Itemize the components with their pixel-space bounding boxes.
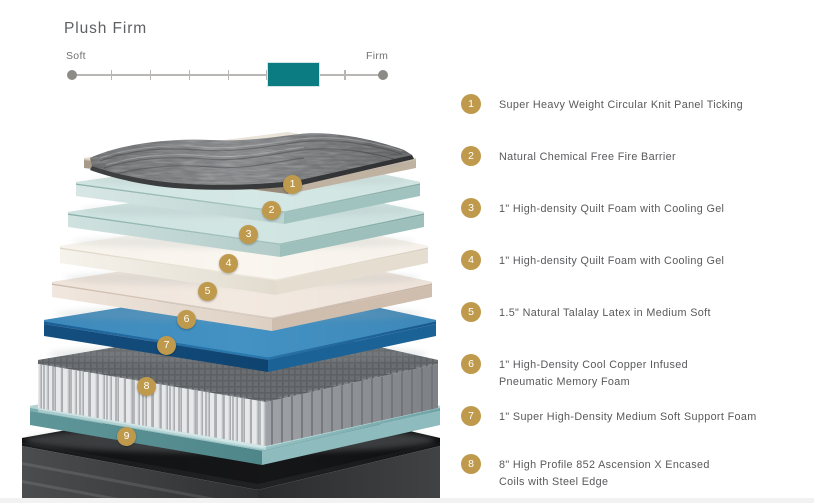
legend-text-7: 1" Super High-Density Medium Soft Suppor… bbox=[499, 411, 757, 423]
firmness-tick-4 bbox=[227, 70, 229, 80]
scale-endpoint-firm bbox=[378, 70, 388, 80]
legend-text-8: 8" High Profile 852 Ascension X Encased … bbox=[499, 459, 710, 488]
legend-badge-4: 4 bbox=[461, 250, 481, 270]
mattress-layer-stack bbox=[0, 128, 440, 503]
legend-text-4: 1" High-density Quilt Foam with Cooling … bbox=[499, 255, 725, 267]
legend-text-3: 1" High-density Quilt Foam with Cooling … bbox=[499, 203, 725, 215]
layer-badge-8[interactable]: 8 bbox=[137, 377, 156, 396]
scale-label-firm: Firm bbox=[366, 50, 389, 62]
layer-badge-1[interactable]: 1 bbox=[283, 175, 302, 194]
legend-badge-3: 3 bbox=[461, 198, 481, 218]
page-bottom-strip bbox=[0, 498, 814, 503]
layer-badge-4[interactable]: 4 bbox=[219, 254, 238, 273]
legend-text-5: 1.5" Natural Talalay Latex in Medium Sof… bbox=[499, 307, 711, 319]
firmness-tick-1 bbox=[110, 70, 113, 80]
layer-badge-5[interactable]: 5 bbox=[198, 282, 217, 301]
layer-knit-panel-top bbox=[90, 133, 414, 190]
legend-text-1: Super Heavy Weight Circular Knit Panel T… bbox=[499, 99, 743, 111]
page-title: Plush Firm bbox=[64, 20, 148, 37]
scale-endpoint-soft bbox=[67, 70, 77, 80]
layer-badge-9[interactable]: 9 bbox=[117, 427, 136, 446]
firmness-marker[interactable] bbox=[267, 62, 320, 87]
firmness-scale-panel: Plush Firm Soft Firm bbox=[0, 0, 430, 110]
firmness-tick-2 bbox=[149, 70, 152, 80]
legend-text-6: 1" High-Density Cool Copper Infused Pneu… bbox=[499, 359, 688, 388]
legend-badge-5: 5 bbox=[461, 302, 481, 322]
legend-badge-8: 8 bbox=[461, 454, 481, 474]
layer-badge-3[interactable]: 3 bbox=[239, 225, 258, 244]
legend-text-2: Natural Chemical Free Fire Barrier bbox=[499, 151, 676, 163]
scale-label-soft: Soft bbox=[66, 50, 86, 62]
legend-badge-7: 7 bbox=[461, 406, 481, 426]
layer-badge-2[interactable]: 2 bbox=[262, 201, 281, 220]
legend-badge-6: 6 bbox=[461, 354, 481, 374]
layer-badge-6[interactable]: 6 bbox=[177, 310, 196, 329]
legend-badge-1: 1 bbox=[461, 94, 481, 114]
firmness-tick-3 bbox=[188, 70, 191, 80]
firmness-tick-7 bbox=[344, 70, 346, 80]
legend-badge-2: 2 bbox=[461, 146, 481, 166]
layer-badge-7[interactable]: 7 bbox=[157, 336, 176, 355]
